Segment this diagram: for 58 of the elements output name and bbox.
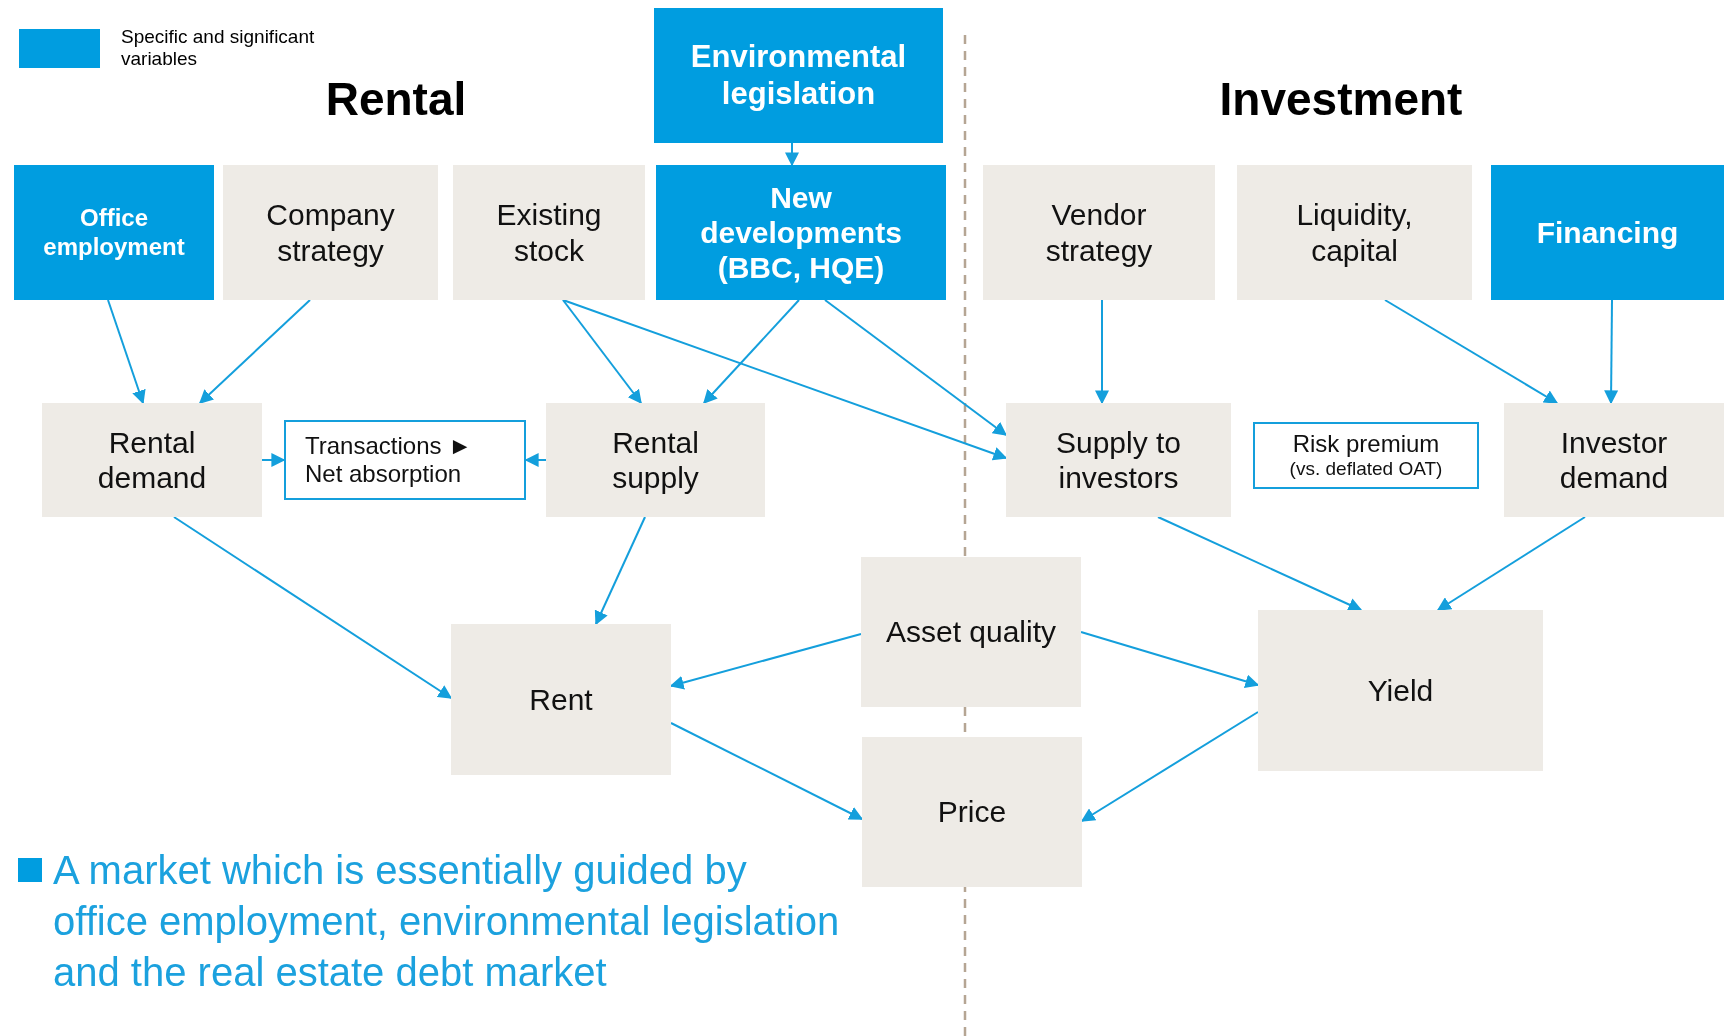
variable-box	[861, 557, 1081, 707]
variable-box	[453, 165, 645, 300]
key-variable-box	[14, 165, 214, 300]
arrow	[562, 299, 1008, 461]
node-label: Financing	[1535, 214, 1680, 251]
node-label: Asset quality	[884, 614, 1058, 650]
arrow	[824, 299, 1008, 436]
node-label: Office employment	[42, 204, 186, 261]
node-label: Yield	[1366, 672, 1435, 709]
node-label: Supply to investors	[1054, 424, 1183, 496]
node-label: Rental supply	[611, 424, 700, 496]
arrow	[173, 516, 453, 699]
node-label: Rental demand	[96, 424, 208, 496]
node-label: Rent	[528, 681, 594, 718]
variable-box	[1237, 165, 1472, 300]
summary-text: A market which is essentially guided by office employment, environmental legislation and the real estate debt market	[53, 847, 841, 996]
section-heading: Rental	[324, 72, 468, 126]
node-label: Liquidity, capital	[1295, 197, 1414, 268]
node-label: Transactions ► Net absorption	[304, 431, 473, 489]
variable-box	[546, 403, 765, 517]
arrow	[1080, 631, 1260, 689]
variable-box	[451, 624, 671, 775]
node-label: Environmental legislation	[689, 39, 908, 112]
node-sublabel: (vs. deflated OAT)	[1288, 458, 1444, 481]
arrow	[703, 299, 800, 405]
variable-box	[1258, 610, 1543, 771]
key-variable-box	[654, 8, 943, 143]
arrow	[1384, 299, 1559, 404]
key-variable-box	[656, 165, 946, 300]
node-label: Price	[936, 794, 1008, 830]
arrow	[261, 453, 286, 467]
arrow	[785, 142, 799, 167]
section-heading: Investment	[1218, 72, 1464, 126]
arrow	[107, 299, 146, 405]
variable-box	[1006, 403, 1231, 517]
arrow	[1436, 516, 1586, 611]
arrow	[670, 722, 864, 820]
node-label: Existing stock	[495, 197, 603, 268]
variable-box	[223, 165, 438, 300]
node-label: Company strategy	[265, 197, 396, 268]
arrow	[1095, 299, 1109, 405]
variable-box	[862, 737, 1082, 887]
node-label: Investor demand	[1558, 424, 1670, 496]
outlined-box	[284, 420, 526, 500]
variable-box	[1504, 403, 1724, 517]
node-label: Risk premium	[1291, 430, 1441, 459]
node-label: Vendor strategy	[1044, 197, 1154, 268]
node-label: New developments (BBC, HQE)	[699, 179, 903, 286]
arrow	[199, 299, 311, 404]
arrow	[562, 299, 642, 405]
legend-label: Specific and significant variables	[121, 26, 316, 70]
variable-box	[42, 403, 262, 517]
arrow	[594, 516, 646, 626]
key-variable-box	[1491, 165, 1724, 300]
arrow	[1157, 516, 1363, 612]
arrow	[1604, 299, 1619, 405]
variable-box	[983, 165, 1215, 300]
outlined-box	[1253, 422, 1479, 489]
